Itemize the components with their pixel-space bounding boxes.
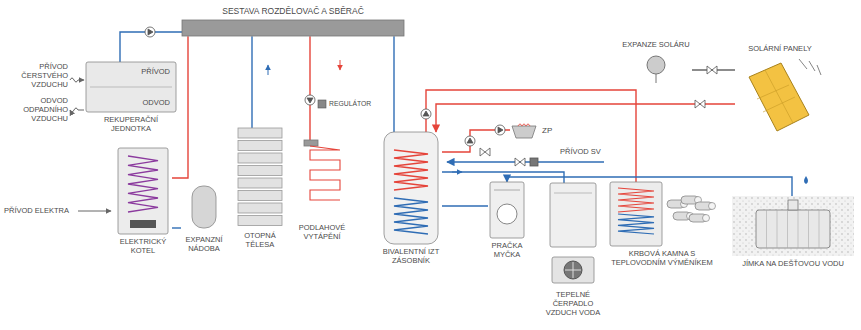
gas-burner-shape — [510, 120, 538, 142]
heat-pump-shape — [542, 183, 604, 287]
pipe-connector — [436, 104, 735, 132]
recuperation-unit-shape: PŘÍVOD ODVOD — [86, 62, 176, 112]
electric-boiler-shape — [114, 148, 172, 234]
fireplace-stove: KRBOVÁ KAMNA S TEPLOVODNÍM VÝMĚNÍKEM — [610, 182, 714, 267]
node-label: PRAČKA MYČKA — [488, 241, 526, 259]
recuperation-unit: PŘÍVOD ODVOD REKUPERAČNÍ JEDNOTKA — [86, 62, 176, 133]
manifold-bar-shape — [182, 20, 404, 36]
node-label: OTOPNÁ TĚLESA — [234, 231, 286, 249]
power-arrow — [78, 211, 111, 212]
solar-panels-drawing — [735, 57, 825, 145]
node-label: REKUPERAČNÍ JEDNOTKA — [86, 115, 176, 133]
heat-pump-drawing — [542, 183, 604, 287]
valve-symbols — [480, 66, 717, 166]
pipe-connector — [251, 36, 252, 128]
node-label: ODVOD — [142, 98, 170, 107]
washing-machine: PRAČKA MYČKA — [488, 182, 526, 259]
node-label: ELEKTRICKÝ KOTEL — [114, 237, 172, 255]
manifold-bar: SESTAVA ROZDĚLOVAČ A SBĚRAČ — [182, 6, 404, 36]
rainwater-tank: JÍMKA NA DEŠŤOVOU VODU — [732, 196, 854, 268]
node-label: BIVALENTNÍ IZT ZÁSOBNÍK — [380, 247, 442, 265]
bivalent-tank-shape — [380, 132, 442, 244]
annotation-label: PŘÍVOD SV — [560, 147, 610, 156]
solar-expansion-vessel-drawing — [620, 53, 692, 83]
pipe-connector — [309, 36, 310, 140]
radiators: OTOPNÁ TĚLESA — [234, 128, 286, 249]
annotation-label: PŘÍVOD ČERSTVÉHO VZDUCHU — [4, 62, 68, 89]
node-label: SOLÁRNÍ PANELY — [735, 44, 825, 53]
node-label: JÍMKA NA DEŠŤOVOU VODU — [732, 259, 854, 268]
washing-machine-shape — [488, 182, 526, 238]
bivalent-tank: BIVALENTNÍ IZT ZÁSOBNÍK — [380, 132, 442, 265]
node-label: EXPANZNÍ NÁDOBA — [181, 235, 227, 253]
washing-machine-drawing — [488, 182, 526, 238]
rainwater-tank-shape — [732, 196, 854, 256]
floor-heating-shape — [294, 140, 350, 220]
node-label: KRBOVÁ KAMNA S TEPLOVODNÍM VÝMĚNÍKEM — [610, 249, 714, 267]
radiators-shape — [234, 128, 286, 228]
fireplace-stove-shape — [610, 182, 714, 246]
manifold-bar-drawing — [182, 20, 404, 36]
fireplace-stove-drawing — [610, 182, 714, 246]
solar-expansion-vessel: EXPANZE SOLÁRU — [620, 40, 692, 83]
cold-water-pipe — [447, 161, 604, 162]
node-label: PŘÍVOD — [141, 67, 170, 76]
expansion-vessel-shape — [181, 182, 227, 232]
floor-heating: PODLAHOVÉ VYTÁPĚNÍ — [294, 140, 350, 241]
floor-heating-drawing — [294, 140, 350, 220]
annotation-label: REGULÁTOR — [329, 100, 379, 108]
gas-burner-drawing — [510, 120, 538, 142]
pipe-connector — [442, 205, 488, 206]
node-label: EXPANZE SOLÁRU — [620, 40, 692, 49]
pump-symbols — [145, 27, 505, 146]
water-drop — [804, 176, 808, 184]
annotation-label: PŘÍVOD ELEKTRA — [4, 206, 78, 215]
solar-panels: SOLÁRNÍ PANELY — [735, 44, 825, 145]
solar-panels-shape — [735, 57, 825, 145]
radiators-drawing — [234, 128, 286, 228]
expansion-vessel: EXPANZNÍ NÁDOBA — [181, 182, 227, 253]
rainwater-tank-drawing — [732, 196, 854, 256]
node-label: SESTAVA ROZDĚLOVAČ A SBĚRAČ — [182, 6, 404, 16]
annotation-label: ODVOD ODPADNÍHO VZDUCHU — [4, 96, 68, 123]
expansion-vessel-drawing — [181, 182, 227, 232]
node-label: PODLAHOVÉ VYTÁPĚNÍ — [294, 223, 350, 241]
bivalent-tank-drawing — [380, 132, 442, 244]
air-arrows — [70, 78, 84, 112]
node-label: TEPELNÉ ČERPADLO VZDUCH VODA — [542, 290, 604, 317]
electric-boiler-drawing — [114, 148, 172, 234]
regulator-symbol — [318, 100, 326, 108]
electric-boiler: ELEKTRICKÝ KOTEL — [114, 148, 172, 255]
pipe-connector — [393, 36, 394, 132]
node-label: ZP — [542, 126, 552, 136]
gas-burner: ZP — [510, 120, 558, 142]
heat-pump: TEPELNÉ ČERPADLO VZDUCH VODA — [542, 183, 604, 317]
pipe-connector — [172, 227, 181, 228]
solar-expansion-vessel-shape — [620, 53, 692, 83]
